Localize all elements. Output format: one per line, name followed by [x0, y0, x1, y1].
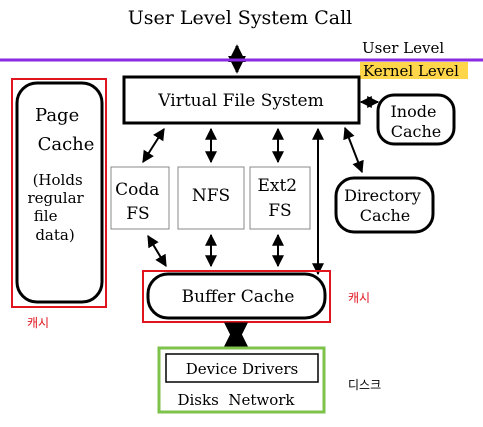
kernel-level-label: Kernel Level: [363, 62, 459, 80]
device-drivers-label: Device Drivers: [186, 360, 298, 378]
inode-cache-label: Inode Cache: [390, 102, 441, 141]
ext2-fs-line-2: FS: [268, 201, 291, 221]
kernel-level-highlight: [360, 62, 468, 79]
page-cache-note: (Holds regular file data): [27, 171, 88, 244]
nfs-label: NFS: [192, 186, 230, 206]
vfs-coda-arrow: [142, 127, 165, 164]
page-cache-note-line-1: (Holds: [33, 171, 83, 189]
device-drivers-box: [165, 353, 319, 383]
diagram-title: User Level System Call: [128, 7, 353, 29]
inode-cache-line-2: Cache: [391, 122, 442, 141]
inode-cache-line-1: Inode: [390, 102, 436, 121]
coda-fs-label: Coda FS: [115, 180, 165, 224]
ext2-fs-line-1: Ext2: [257, 176, 297, 196]
disks-network-label: Disks Network: [177, 391, 295, 409]
vfs-directory-arrow: [343, 126, 364, 174]
directory-cache-line-2: Cache: [360, 206, 411, 225]
page-cache-note-line-2: regular: [27, 189, 84, 207]
page-cache-line-2: Cache: [38, 134, 95, 155]
directory-cache-label: Directory Cache: [344, 186, 426, 225]
user-level-label: User Level: [362, 39, 444, 57]
directory-cache-line-1: Directory: [344, 186, 421, 205]
page-cache-note-line-4: data): [35, 226, 74, 244]
buffer-cache-box: [146, 272, 327, 320]
disk-annotation: 디스크: [348, 378, 381, 392]
page-cache-label: Page Cache: [35, 105, 94, 155]
coda-fs-line-1: Coda: [115, 180, 159, 200]
page-cache-note-line-3: file: [34, 207, 58, 225]
page-cache-highlight: [11, 78, 107, 308]
page-cache-box: [15, 81, 104, 304]
inode-cache-box: [376, 93, 456, 146]
buffer-cache-label: Buffer Cache: [182, 287, 295, 307]
coda-fs-line-2: FS: [126, 204, 149, 224]
coda-fs-box: [110, 166, 170, 230]
directory-cache-box: [334, 176, 435, 234]
ext2-fs-label: Ext2 FS: [257, 176, 302, 221]
cache-annotation-right: 캐시: [348, 291, 370, 305]
buffer-cache-highlight: [142, 270, 331, 323]
vfs-label: Virtual File System: [157, 91, 323, 111]
vfs-box: [122, 75, 361, 125]
page-cache-line-1: Page: [35, 105, 79, 126]
nfs-box: [177, 166, 245, 230]
coda-buffer-arrow: [147, 234, 167, 268]
cache-annotation-left: 캐시: [27, 316, 49, 330]
ext2-fs-box: [249, 166, 311, 230]
